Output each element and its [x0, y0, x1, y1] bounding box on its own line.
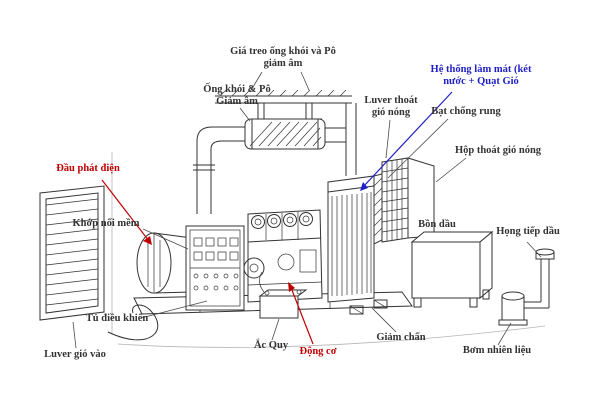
- label-engine: Động cơ: [299, 346, 337, 357]
- exhaust-silencer-drawing: [193, 103, 357, 214]
- damper-drawing: [349, 299, 388, 315]
- cooling-arrow: [360, 91, 453, 191]
- fuel-tank-drawing: [410, 230, 494, 308]
- alternator-drawing: [136, 232, 193, 294]
- label-anti-vibration: Bạt chống rung: [431, 106, 501, 117]
- label-control-cabinet: Tủ điều khiển: [85, 313, 149, 324]
- label-intake-louver: Luver gió vào: [44, 349, 106, 360]
- leader-lines: [72, 71, 542, 349]
- label-damper: Giảm chấn: [376, 332, 426, 343]
- radiator-drawing: [327, 175, 375, 303]
- engine-arrow: [288, 282, 314, 345]
- room-outline: [107, 152, 546, 348]
- intake-louver-drawing: [39, 185, 105, 321]
- label-hot-air-box: Hộp thoát gió nóng: [454, 145, 542, 156]
- battery-drawing: [258, 271, 308, 319]
- flexible-duct-drawing: [373, 173, 383, 245]
- label-cooling-system: Hệ thống làm mát (két nước + Quạt Gió: [430, 64, 532, 87]
- label-fuel-tank: Bồn dầu: [418, 219, 456, 230]
- label-fuel-inlet: Họng tiếp dầu: [496, 226, 560, 237]
- alternator-arrow: [101, 179, 152, 245]
- control-cabinet-drawing: [185, 225, 245, 311]
- label-flexible-coupling: Khớp nối mềm: [72, 218, 140, 229]
- label-battery: Ắc Quy: [253, 340, 289, 351]
- exhaust-hanger-drawing: [215, 89, 352, 120]
- label-hot-air-louver: Luver thoát gió nóng: [364, 95, 418, 118]
- fuel-pump-drawing: [498, 248, 555, 326]
- engine-drawing: [243, 209, 323, 303]
- label-alternator: Đầu phát điện: [56, 163, 120, 174]
- label-exhaust-hanger: Giá treo ống khói và Pô giảm âm: [230, 46, 336, 69]
- label-exhaust-silencer: Ống khói & Pô Giảm âm: [203, 84, 271, 107]
- label-fuel-pump: Bơm nhiên liệu: [462, 345, 532, 356]
